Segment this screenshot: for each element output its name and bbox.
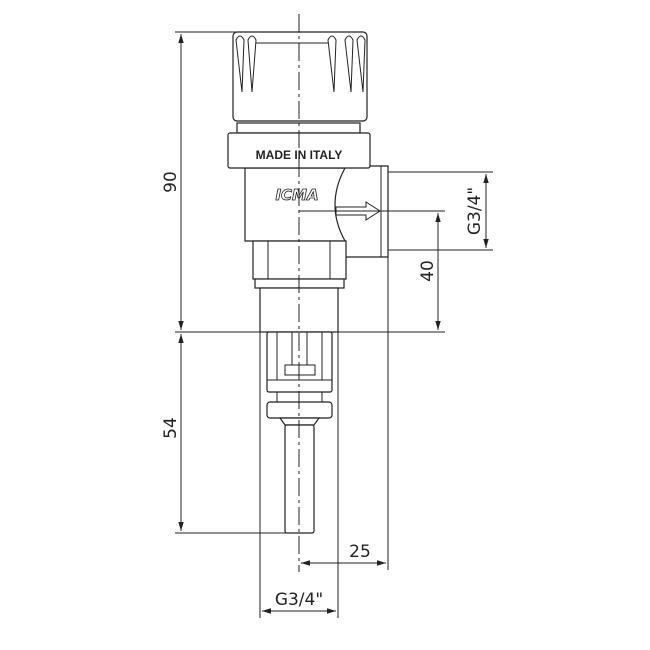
knob-ribs bbox=[235, 35, 366, 93]
dim-25: 25 bbox=[349, 542, 371, 562]
dim-inlet-thread: G3/4" bbox=[275, 590, 323, 610]
valve-body: MADE IN ITALY ICMA bbox=[227, 31, 389, 534]
valve-housing bbox=[244, 167, 347, 242]
dimension-lines bbox=[175, 31, 493, 618]
dim-90: 90 bbox=[161, 171, 181, 193]
dim-40: 40 bbox=[418, 260, 438, 282]
dim-outlet-thread: G3/4" bbox=[465, 187, 485, 235]
dim-54: 54 bbox=[161, 417, 181, 439]
icma-logo: ICMA bbox=[275, 186, 318, 204]
flow-arrow-icon bbox=[335, 201, 381, 221]
